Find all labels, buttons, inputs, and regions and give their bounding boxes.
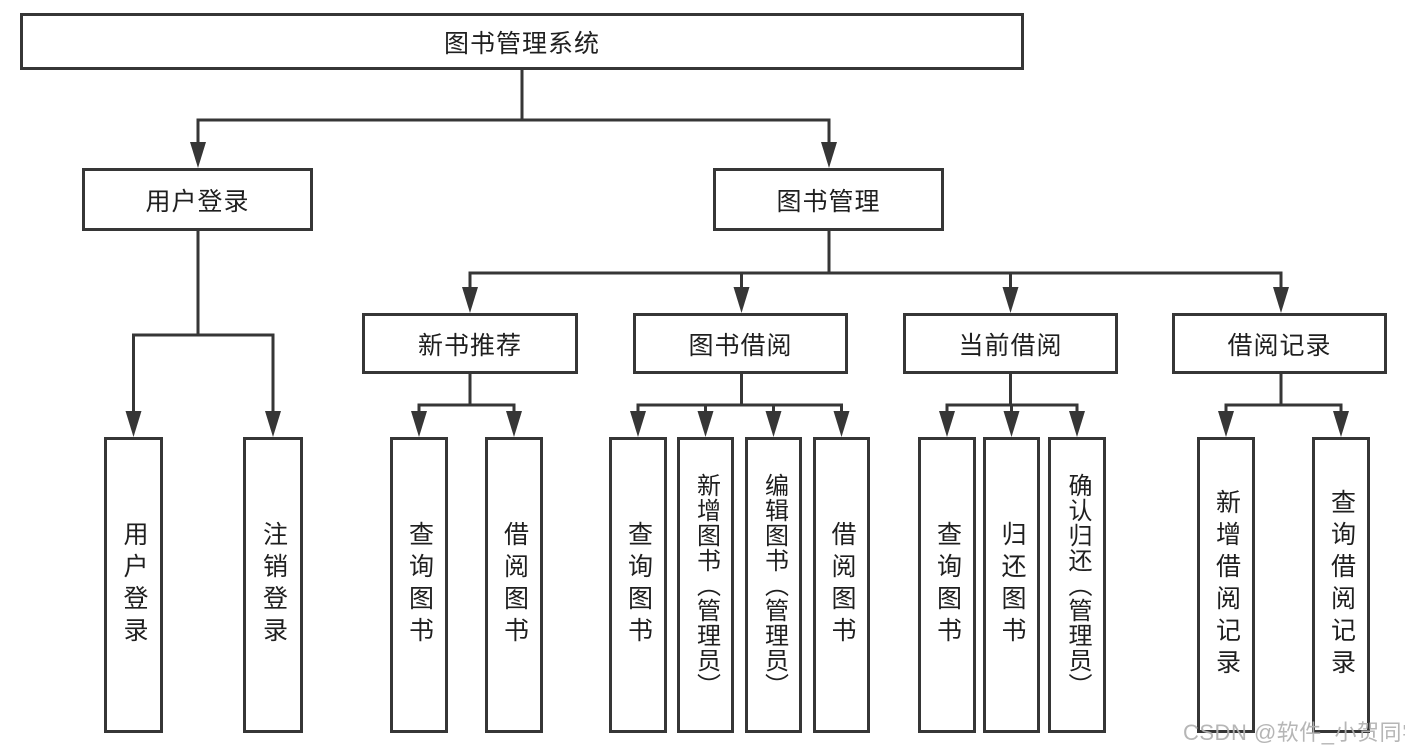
connector-root-to-level2 xyxy=(196,70,831,146)
leaf-borrowing-edit-books-admin: 编辑图书（管理员） xyxy=(745,437,802,733)
leaf-logout: 注销登录 xyxy=(243,437,303,733)
node-new-book-recommend: 新书推荐 xyxy=(362,313,578,374)
node-root-system: 图书管理系统 xyxy=(20,13,1024,70)
leaf-recommend-borrow-books-label: 借阅图书 xyxy=(500,521,529,649)
leaf-borrowing-add-books-admin: 新增图书（管理员） xyxy=(677,437,734,733)
leaf-current-query-books-label: 查询图书 xyxy=(933,521,962,649)
connector-new-book-rec-to-leaves xyxy=(417,374,516,415)
leaf-borrowing-edit-books-admin-label: 编辑图书（管理员） xyxy=(760,472,788,698)
connector-current-borrow-to-leaves xyxy=(945,374,1079,415)
connector-user-login-to-leaves xyxy=(132,231,275,415)
node-borrowing-records: 借阅记录 xyxy=(1172,313,1387,374)
node-book-borrowing: 图书借阅 xyxy=(633,313,848,374)
leaf-records-query-record-label: 查询借阅记录 xyxy=(1327,489,1356,681)
leaf-user-login-label: 用户登录 xyxy=(120,521,148,649)
leaf-current-confirm-return-admin: 确认归还（管理员） xyxy=(1048,437,1106,733)
node-book-borrowing-label: 图书借阅 xyxy=(688,331,793,360)
leaf-records-query-record: 查询借阅记录 xyxy=(1312,437,1370,733)
arrowheads xyxy=(125,142,1349,437)
node-new-book-recommend-label: 新书推荐 xyxy=(417,331,522,360)
leaf-recommend-borrow-books: 借阅图书 xyxy=(485,437,543,733)
leaf-borrowing-borrow-books: 借阅图书 xyxy=(813,437,870,733)
leaf-records-add-record-label: 新增借阅记录 xyxy=(1212,489,1241,681)
leaf-logout-label: 注销登录 xyxy=(259,521,288,649)
leaf-user-login: 用户登录 xyxy=(104,437,163,733)
node-current-borrowing-label: 当前借阅 xyxy=(958,331,1063,360)
connector-book-mgmt-to-level3 xyxy=(468,231,1283,291)
leaf-records-add-record: 新增借阅记录 xyxy=(1197,437,1255,733)
leaf-borrowing-add-books-admin-label: 新增图书（管理员） xyxy=(692,472,720,698)
leaf-recommend-query-books-label: 查询图书 xyxy=(405,521,434,649)
node-book-management-label: 图书管理 xyxy=(776,187,881,216)
leaf-current-return-books-label: 归还图书 xyxy=(998,521,1026,649)
leaf-recommend-query-books: 查询图书 xyxy=(390,437,448,733)
node-root-label: 图书管理系统 xyxy=(443,29,600,58)
node-book-management: 图书管理 xyxy=(713,168,944,231)
node-current-borrowing: 当前借阅 xyxy=(903,313,1118,374)
connector-borrow-record-to-leaves xyxy=(1224,374,1343,415)
node-user-login: 用户登录 xyxy=(82,168,313,231)
leaf-borrowing-query-books: 查询图书 xyxy=(609,437,667,733)
leaf-current-confirm-return-admin-label: 确认归还（管理员） xyxy=(1064,472,1091,698)
csdn-watermark: CSDN @软件_小贺同学 xyxy=(1183,720,1405,745)
leaf-borrowing-query-books-label: 查询图书 xyxy=(624,521,653,649)
leaf-current-return-books: 归还图书 xyxy=(983,437,1040,733)
leaf-current-query-books: 查询图书 xyxy=(918,437,976,733)
connector-book-borrow-to-leaves xyxy=(636,374,843,415)
leaf-borrowing-borrow-books-label: 借阅图书 xyxy=(828,521,856,649)
node-borrowing-records-label: 借阅记录 xyxy=(1227,331,1332,360)
node-user-login-label: 用户登录 xyxy=(145,187,250,216)
